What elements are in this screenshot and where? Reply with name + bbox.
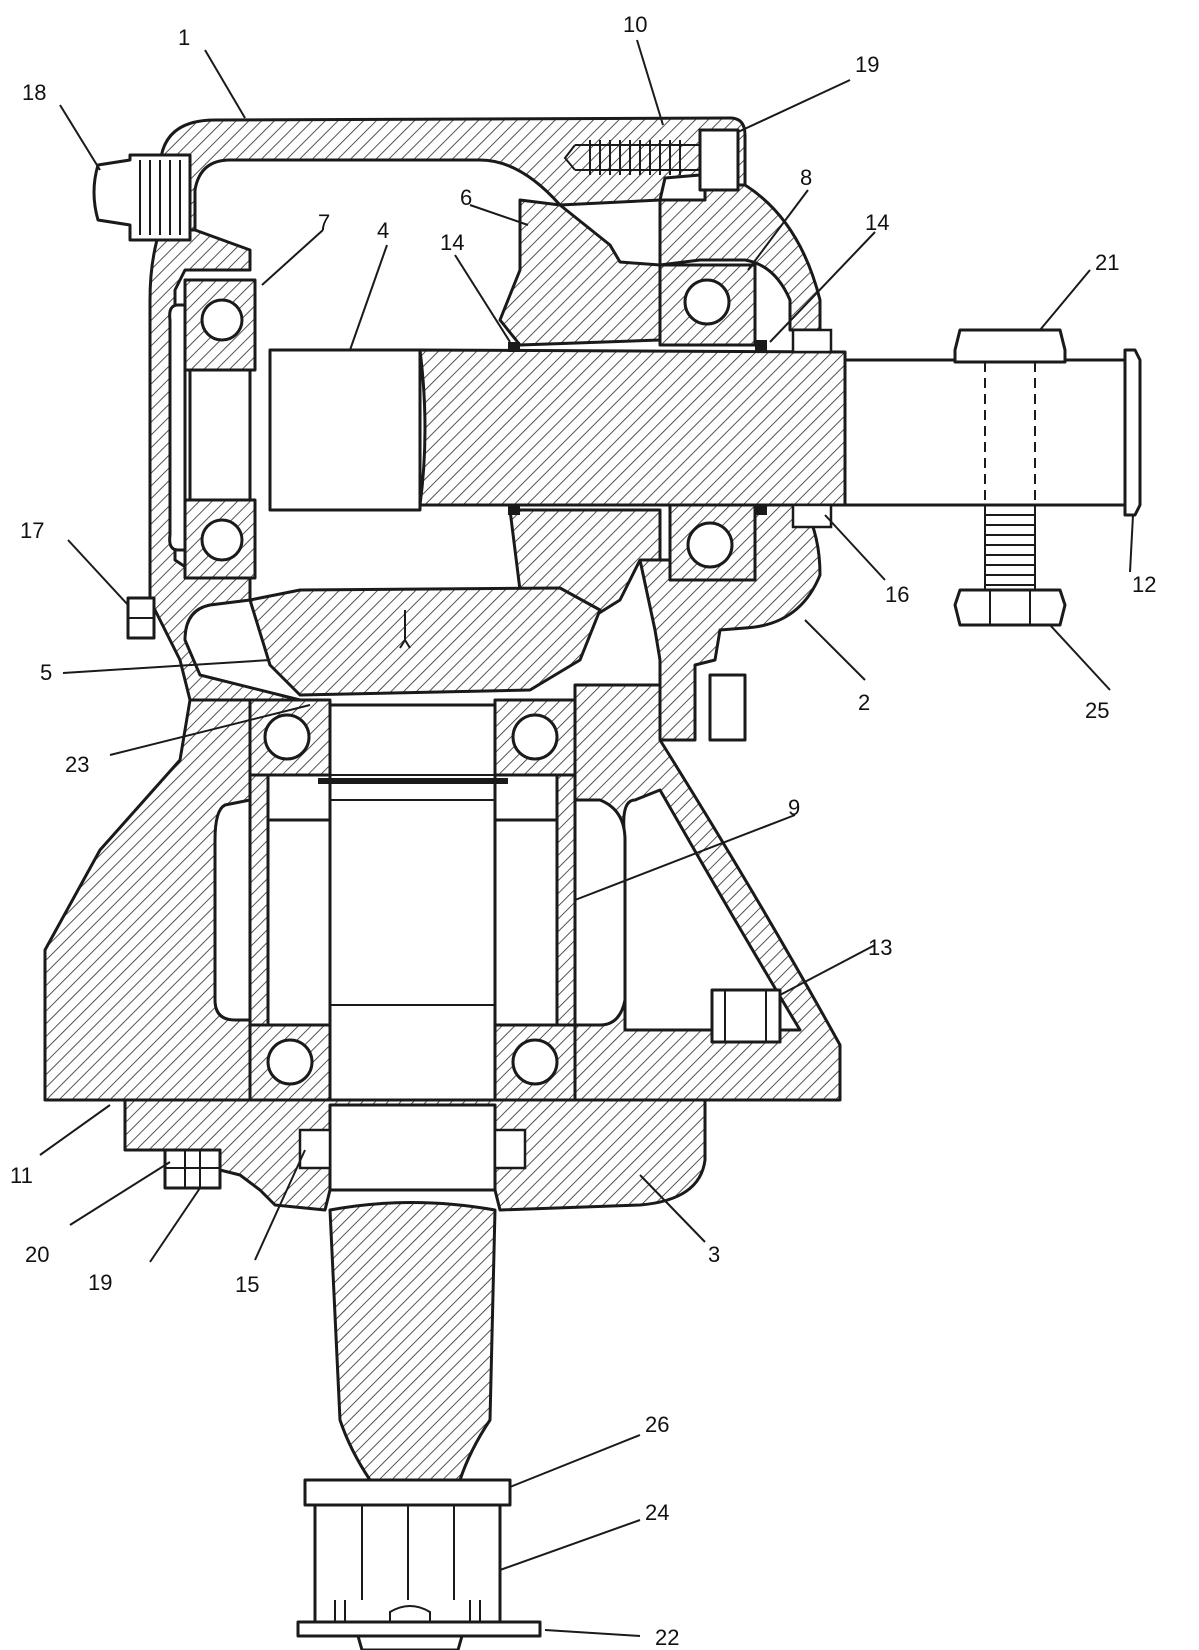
right-lower-bearing-ball: [686, 521, 734, 569]
callout-8: 8: [800, 165, 812, 190]
lower-housing-left-window: [213, 798, 252, 1022]
leader-lines: [39, 39, 1134, 1637]
callout-13: 13: [868, 935, 892, 960]
callout-20: 20: [25, 1242, 49, 1267]
callout-labels: 1 2 3 4 5 6 7 8 9 10 11 12 13 14 14 15 1…: [10, 12, 1156, 1650]
callout-4: 4: [377, 218, 389, 243]
shaft-end-cap: [1123, 348, 1142, 517]
callout-23: 23: [65, 752, 89, 777]
hub-flange: [296, 1620, 542, 1638]
cover-screw-thread: [563, 140, 700, 175]
vertical-shaft-upper: [328, 703, 497, 1107]
callout-16: 16: [885, 582, 909, 607]
hub-washer: [303, 1478, 512, 1507]
callout-14-right: 14: [865, 210, 889, 235]
left-lower-bearing-ball: [200, 518, 244, 562]
left-housing-inner-pocket: [168, 303, 187, 552]
shaft-bolt-nut: [953, 588, 1067, 627]
bevel-gear-upper: [498, 198, 662, 347]
breather-plug: [92, 153, 192, 242]
vertical-lower-bearing-right-ball: [511, 1038, 559, 1086]
callout-9: 9: [788, 795, 800, 820]
callout-11: 11: [10, 1163, 33, 1188]
shaft-bolt-thread: [984, 504, 1036, 590]
left-upper-bearing-ball: [200, 298, 244, 342]
callout-21: 21: [1095, 250, 1119, 275]
callout-14-left: 14: [440, 230, 464, 255]
left-housing-wall: [148, 228, 302, 702]
vertical-upper-bearing-right-ball: [511, 713, 559, 761]
upper-housing-cover: [158, 116, 747, 232]
right-upper-bearing-ball: [683, 278, 731, 326]
callout-24: 24: [645, 1500, 669, 1525]
lower-seal-left: [298, 1128, 332, 1170]
right-bearing-housing: [658, 183, 822, 332]
shaft-seal-lower: [791, 503, 833, 529]
vertical-upper-bearing-left-ball: [263, 713, 311, 761]
callout-22: 22: [655, 1625, 679, 1650]
pinion-center-mark: [399, 610, 411, 649]
snap-ring: [318, 778, 508, 784]
callout-2: 2: [858, 690, 870, 715]
flange-bolt: [708, 673, 747, 742]
callout-1: 1: [178, 25, 190, 50]
hub-nut: [356, 1634, 464, 1650]
callout-19-bottom: 19: [88, 1270, 112, 1295]
retaining-ring-right: [755, 340, 767, 352]
shaft-hatched-section: [418, 348, 847, 507]
lower-seal-right: [493, 1128, 527, 1170]
shaft-left-plain-section: [268, 348, 422, 512]
output-shaft: [328, 1201, 497, 1482]
lower-housing-inner-recess: [573, 798, 627, 1027]
callout-17: 17: [20, 518, 44, 543]
callout-7: 7: [318, 210, 330, 235]
shaft-seal-upper: [791, 328, 833, 354]
callout-3: 3: [708, 1242, 720, 1267]
cover-screw-head: [698, 128, 740, 192]
callout-19-top: 19: [855, 52, 879, 77]
callout-10: 10: [623, 12, 647, 37]
callout-26: 26: [645, 1412, 669, 1437]
callout-25: 25: [1085, 698, 1109, 723]
callout-6: 6: [460, 185, 472, 210]
shaft-bolt-head: [953, 328, 1067, 364]
base-bolt: [710, 988, 782, 1044]
callout-12: 12: [1132, 572, 1156, 597]
callout-15: 15: [235, 1272, 259, 1297]
callout-5: 5: [40, 660, 52, 685]
callout-18: 18: [22, 80, 46, 105]
bevel-pinion-gear: [248, 586, 602, 697]
vertical-lower-bearing-left-ball: [266, 1038, 314, 1086]
retaining-ring-left: [508, 342, 520, 352]
